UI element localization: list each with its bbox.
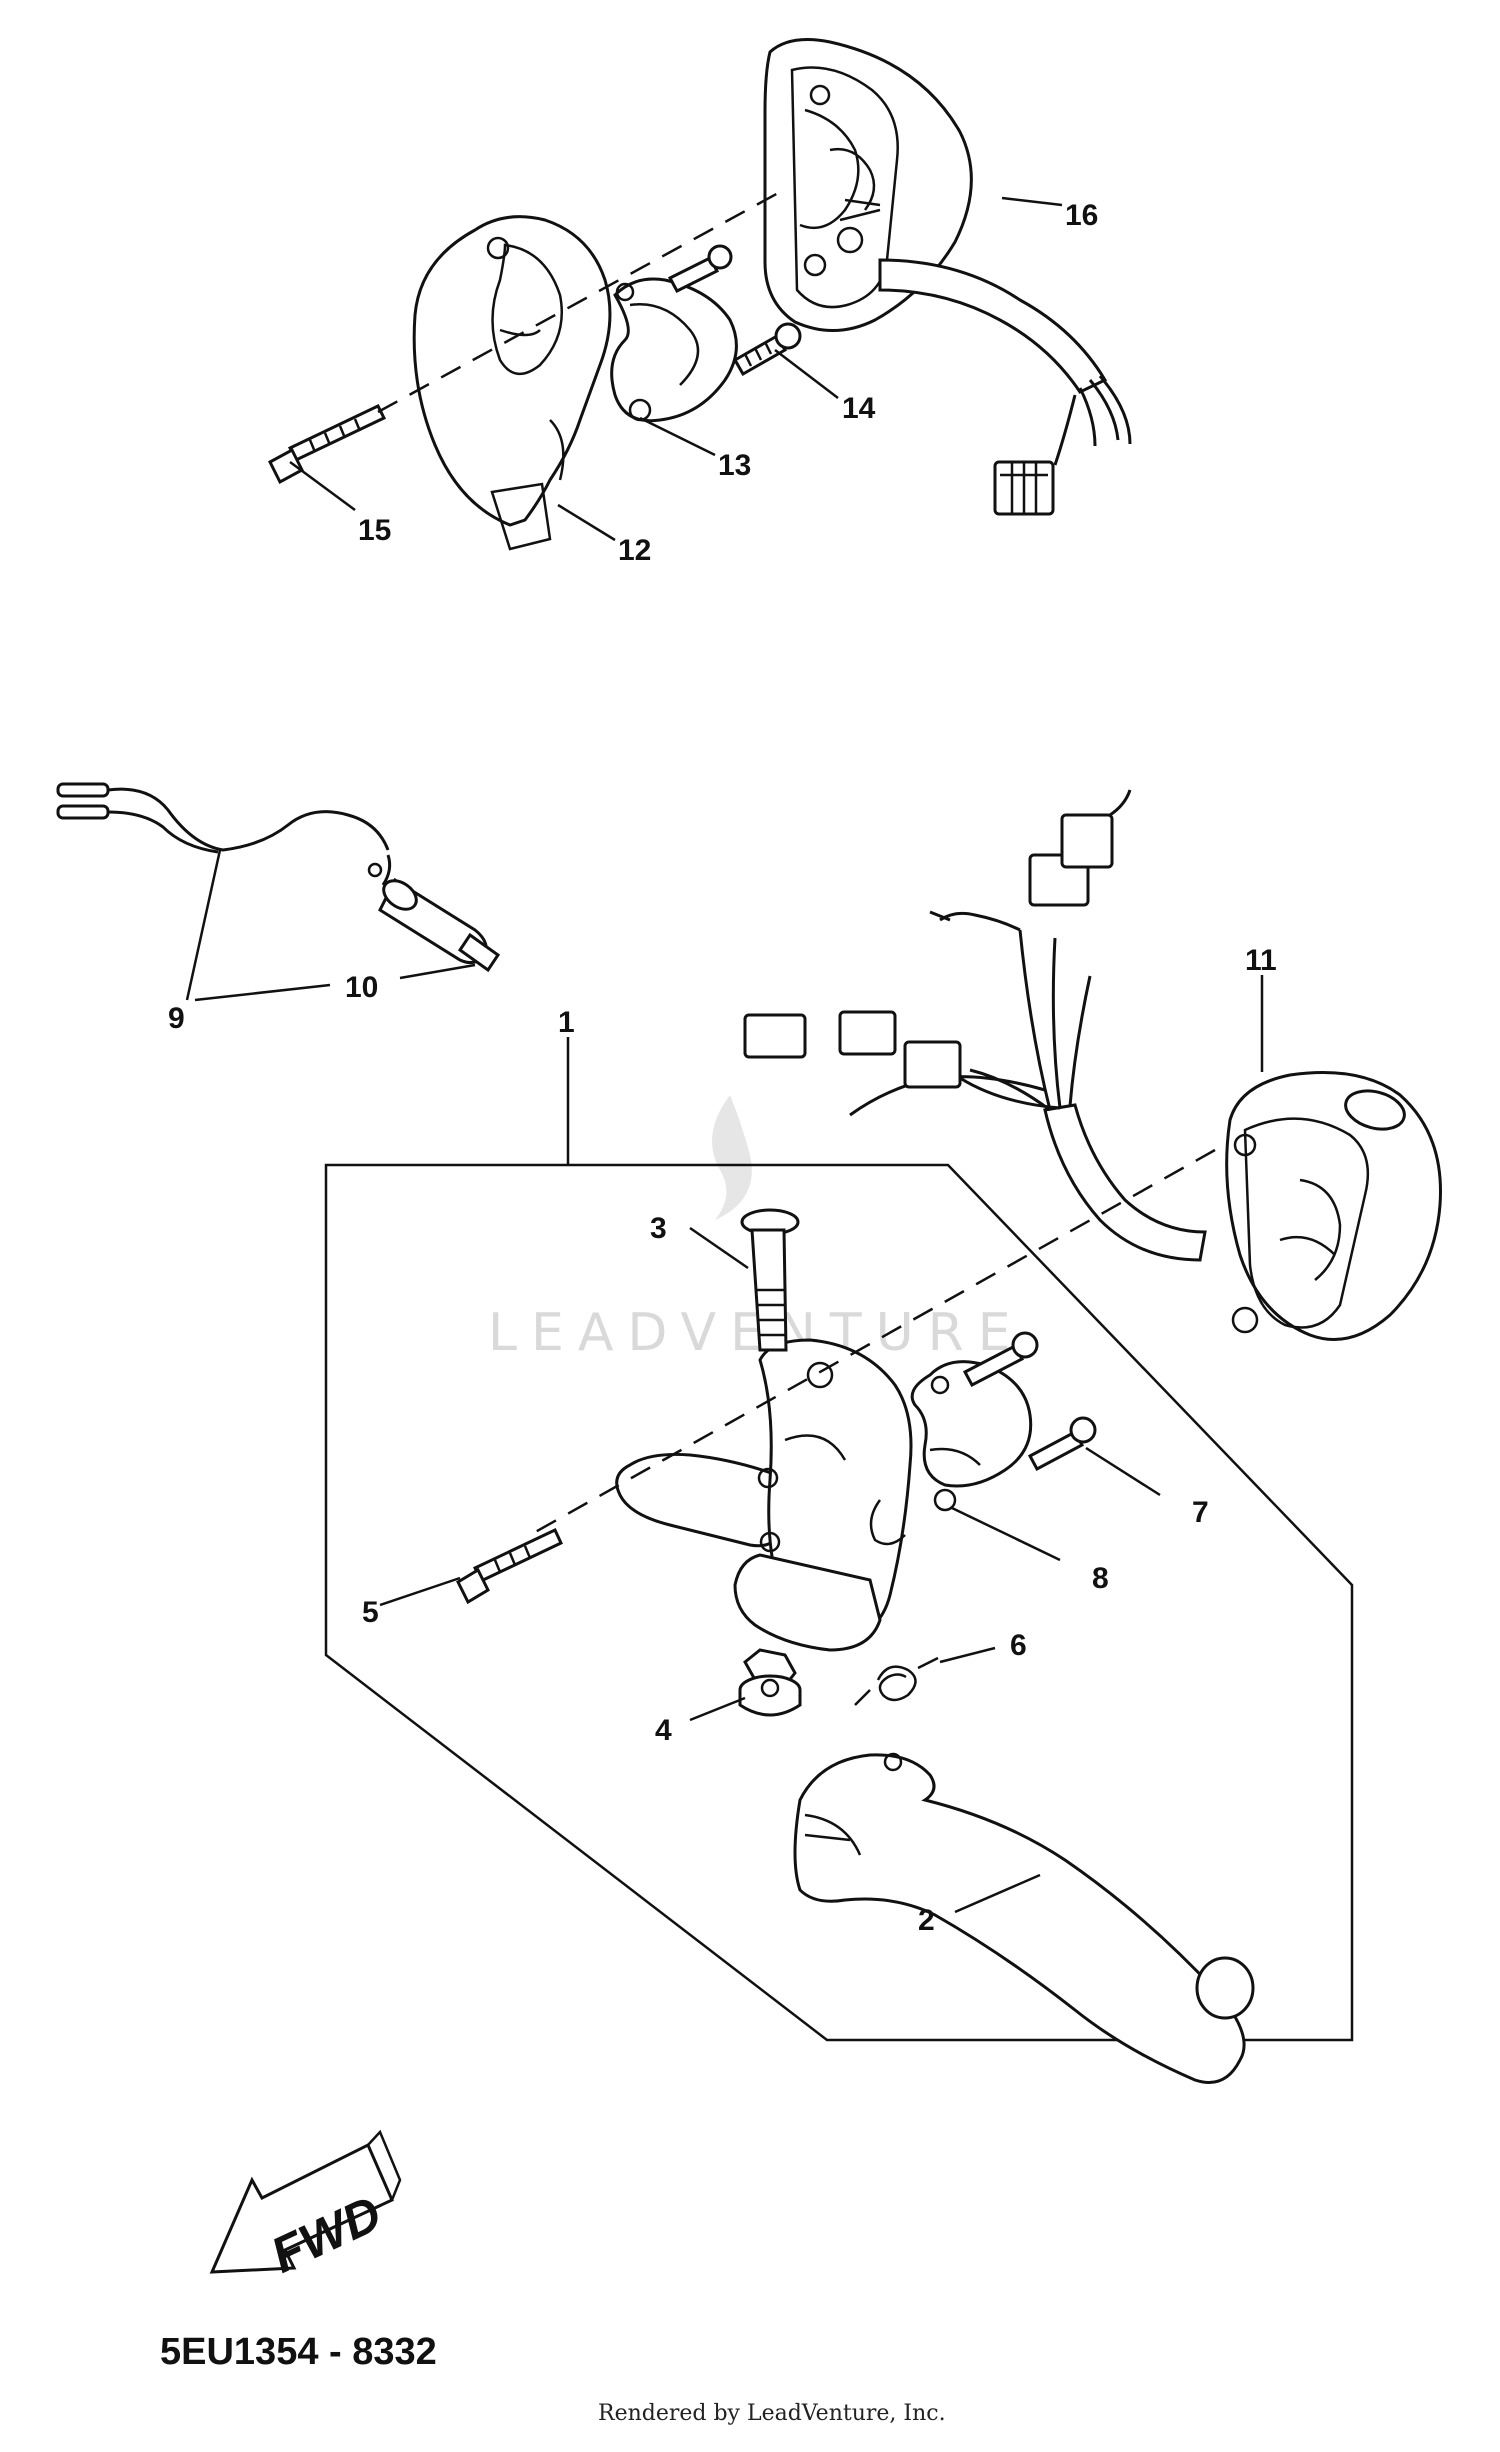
- callout-1: 1: [558, 1006, 575, 1039]
- upper-switch-assembly: [268, 38, 1132, 551]
- screw-15: [268, 404, 387, 485]
- callout-10: 10: [345, 971, 378, 1004]
- callout-14: 14: [842, 392, 876, 425]
- callout-12: 12: [618, 534, 651, 567]
- callout-3: 3: [650, 1212, 667, 1245]
- switch-cover-12: [412, 215, 612, 551]
- callout-8: 8: [1092, 1562, 1109, 1595]
- callout-labels: 16 14 13 12 15 9 10 11 1 3 7 8 5 6 4 2: [168, 199, 1277, 1937]
- lever-holder-assembly-1: [324, 1148, 1354, 2084]
- screw-small: [667, 244, 733, 293]
- callout-7: 7: [1192, 1496, 1209, 1529]
- nut-4: [738, 1648, 802, 1717]
- screw-7b: [1027, 1416, 1097, 1472]
- diagram-code: 5EU1354 - 8332: [160, 2331, 437, 2373]
- clamp-13: [610, 277, 738, 423]
- screw-5: [456, 1527, 563, 1605]
- callout-6: 6: [1010, 1629, 1027, 1662]
- screw-14: [732, 322, 802, 377]
- callout-16: 16: [1065, 199, 1098, 232]
- callout-2: 2: [918, 1904, 935, 1937]
- render-credit: Rendered by LeadVenture, Inc.: [598, 2401, 946, 2426]
- callout-15: 15: [358, 514, 391, 547]
- callout-9: 9: [168, 1002, 185, 1035]
- switch-housing-16: [763, 38, 1132, 516]
- screw-3: [740, 1208, 800, 1352]
- lever-2: [793, 1752, 1255, 2084]
- callout-11: 11: [1245, 944, 1277, 977]
- spring-6: [854, 1656, 939, 1706]
- callout-4: 4: [655, 1714, 672, 1747]
- callout-5: 5: [362, 1596, 379, 1629]
- fwd-arrow: FWD: [209, 2129, 402, 2284]
- left-switch-11: [743, 789, 1442, 1341]
- clutch-switch-9-10: [56, 782, 501, 973]
- callout-13: 13: [718, 449, 751, 482]
- screw-7a: [962, 1331, 1039, 1388]
- holder-body: [615, 1338, 913, 1652]
- leader-lines: [185, 196, 1264, 1914]
